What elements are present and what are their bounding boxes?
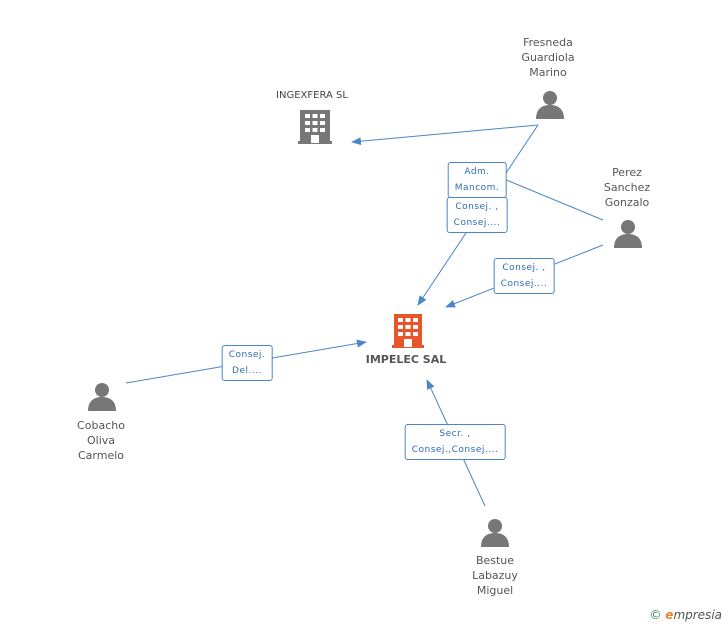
edge-label-consej-del[interactable]: Consej. Del....	[221, 345, 273, 381]
person-label-fresneda[interactable]: Fresneda Guardiola Marino	[521, 36, 575, 79]
company-label-impelec[interactable]: IMPELEC SAL	[365, 353, 447, 366]
company-label-ingexfera[interactable]: INGEXFERA SL	[276, 90, 348, 101]
person-label-bestue[interactable]: Bestue Labazuy Miguel	[472, 554, 518, 597]
brand-text: mpresia	[673, 608, 722, 622]
person-icon[interactable]	[614, 220, 642, 248]
person-icon[interactable]	[536, 91, 564, 119]
brand-e: e	[665, 608, 674, 622]
edge-label-adm-mancom[interactable]: Adm. Mancom.	[447, 162, 507, 198]
edge-fresneda-ingexfera	[351, 124, 539, 146]
copyright-symbol: ©	[649, 608, 662, 622]
person-icon[interactable]	[88, 383, 116, 411]
edge-label-consej-fresneda[interactable]: Consej. , Consej....	[446, 197, 508, 233]
person-icon[interactable]	[481, 519, 509, 547]
edge-label-secr[interactable]: Secr. , Consej.,Consej....	[404, 424, 506, 460]
brand-logo: empresia	[665, 608, 722, 622]
building-icon[interactable]	[298, 110, 332, 144]
main-company-building-icon[interactable]	[392, 314, 424, 348]
person-label-cobacho[interactable]: Cobacho Oliva Carmelo	[77, 419, 125, 462]
footer-brand: © empresia	[649, 608, 722, 622]
person-label-perez[interactable]: Perez Sanchez Gonzalo	[603, 166, 651, 209]
edge-label-consej-perez[interactable]: Consej. , Consej....	[493, 258, 555, 294]
